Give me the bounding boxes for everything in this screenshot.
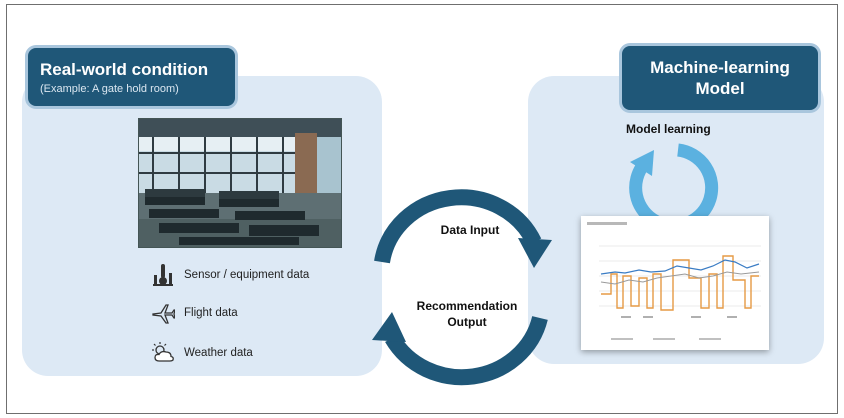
flight-data-label: Flight data: [184, 307, 238, 319]
sensor-data-label: Sensor / equipment data: [184, 269, 310, 281]
weather-data-label: Weather data: [184, 347, 253, 359]
data-cycle-arrows: [372, 189, 552, 386]
model-learning-label: Model learning: [626, 122, 711, 136]
recommendation-output-arrow: [385, 315, 548, 386]
real-world-title: Real-world condition: [40, 59, 209, 79]
data-item-weather: Weather data: [150, 340, 380, 366]
ml-model-title-line1: Machine-learning: [650, 58, 790, 77]
sensor-icon: [150, 262, 176, 288]
model-output-chart: [581, 216, 769, 350]
airplane-icon: [150, 300, 176, 326]
recommendation-output-label: Recommendation Output: [416, 299, 518, 329]
data-item-sensor: Sensor / equipment data: [150, 262, 380, 288]
data-input-arrowhead: [518, 238, 552, 268]
chart-title-placeholder: [587, 222, 627, 225]
data-item-flight: Flight data: [150, 300, 380, 326]
real-world-title-box: Real-world condition (Example: A gate ho…: [28, 48, 235, 106]
data-input-label: Data Input: [440, 223, 500, 237]
real-world-subtitle: (Example: A gate hold room): [40, 82, 179, 95]
weather-icon: [150, 340, 176, 366]
ml-model-title-box: Machine-learning Model: [622, 46, 818, 110]
ml-model-title-line2: Model: [695, 79, 745, 98]
gate-hold-room-photo: [138, 118, 342, 248]
data-input-arrow: [374, 189, 542, 264]
recommendation-output-arrowhead: [372, 312, 406, 342]
